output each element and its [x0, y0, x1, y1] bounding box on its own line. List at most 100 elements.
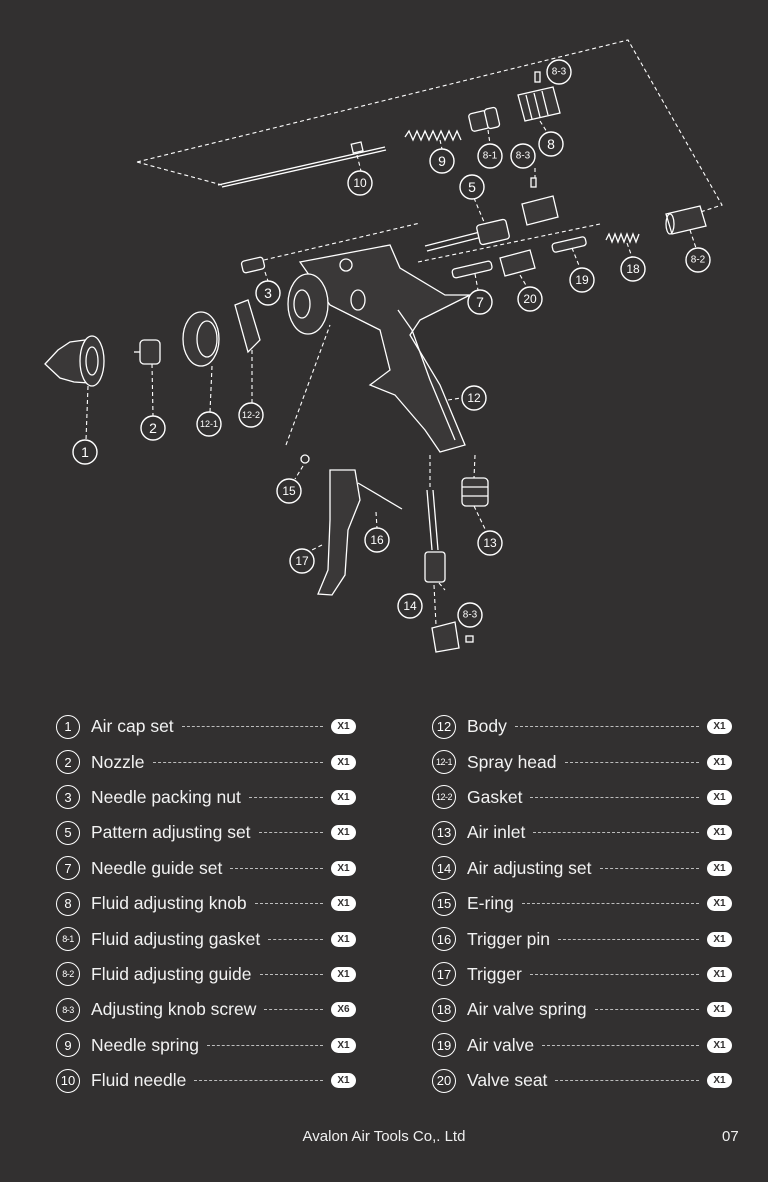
dotted-leader: [530, 796, 699, 798]
air-valve-spring-drawing: [605, 232, 640, 244]
callout-19: 19: [569, 267, 595, 293]
quantity-badge: X1: [331, 860, 356, 876]
part-number-badge: 8-1: [56, 927, 80, 952]
part-number-badge: 13: [432, 820, 456, 845]
e-ring-drawing: [300, 454, 310, 464]
dotted-leader: [181, 726, 323, 728]
air-adjusting-set-drawing: [424, 489, 474, 653]
dotted-leader: [558, 938, 699, 940]
fluid-needle-drawing: [217, 141, 387, 188]
valve-seat-drawing: [499, 249, 536, 277]
callout-12-2: 12-2: [238, 402, 264, 428]
part-number-badge: 2: [56, 750, 80, 775]
part-name: Spray head: [467, 751, 557, 772]
svg-text:18: 18: [626, 262, 640, 276]
svg-text:8: 8: [547, 136, 555, 152]
dotted-leader: [258, 832, 323, 834]
quantity-badge: X1: [707, 754, 732, 770]
callout-5: 5: [459, 174, 485, 200]
part-name: Needle spring: [91, 1034, 199, 1055]
fluid-adjusting-gasket-drawing: [468, 106, 501, 132]
quantity-badge: X1: [707, 1002, 732, 1018]
callout-8-3-middle: 8-3: [510, 143, 536, 169]
svg-text:17: 17: [295, 554, 309, 568]
gasket-drawing: [234, 299, 261, 354]
quantity-badge: X1: [707, 896, 732, 912]
part-name: Gasket: [467, 786, 523, 807]
dotted-leader: [248, 796, 323, 798]
part-row: 3 Needle packing nut X1: [56, 780, 356, 815]
nozzle-drawing: [134, 339, 161, 365]
part-name: Air adjusting set: [467, 857, 592, 878]
part-number-badge: 3: [56, 785, 80, 810]
trigger-drawing: [317, 469, 361, 596]
part-name: Adjusting knob screw: [91, 999, 257, 1020]
air-inlet-drawing: [461, 477, 489, 507]
needle-guide-drawing: [451, 260, 493, 279]
part-name: Air valve: [467, 1034, 535, 1055]
spray-head-drawing: [182, 311, 220, 367]
quantity-badge: X1: [331, 931, 356, 947]
air-cap-drawing: [44, 335, 105, 387]
quantity-badge: X1: [707, 719, 732, 735]
part-name: Air inlet: [467, 822, 526, 843]
callout-10: 10: [347, 170, 373, 196]
part-number-badge: 19: [432, 1033, 456, 1058]
part-name: Trigger: [467, 963, 522, 984]
svg-text:8-3: 8-3: [516, 151, 531, 162]
svg-text:2: 2: [149, 420, 157, 436]
part-name: Needle packing nut: [91, 786, 241, 807]
svg-text:15: 15: [282, 484, 296, 498]
dotted-leader: [599, 867, 699, 869]
needle-spring-drawing: [404, 129, 462, 142]
dotted-leader: [259, 973, 323, 975]
trigger-pin-drawing: [357, 482, 403, 510]
callout-9: 9: [429, 148, 455, 174]
part-name: Trigger pin: [467, 928, 550, 949]
quantity-badge: X1: [707, 1073, 732, 1089]
part-number-badge: 16: [432, 927, 456, 952]
quantity-badge: X6: [331, 1002, 356, 1018]
fluid-adjusting-guide-drawing: [665, 205, 707, 235]
dotted-leader: [254, 903, 323, 905]
callout-8: 8: [538, 131, 564, 157]
svg-text:10: 10: [353, 176, 367, 190]
part-name: Body: [467, 716, 507, 737]
part-name: Pattern adjusting set: [91, 822, 251, 843]
svg-text:7: 7: [476, 294, 484, 310]
part-name: Fluid adjusting guide: [91, 963, 252, 984]
part-row: 8-1 Fluid adjusting gasket X1: [56, 921, 356, 956]
part-number-badge: 20: [432, 1068, 456, 1093]
callout-17: 17: [289, 548, 315, 574]
dotted-leader: [533, 832, 699, 834]
air-valve-drawing: [551, 236, 587, 253]
callout-8-1: 8-1: [477, 143, 503, 169]
pattern-adjusting-set-drawing: [424, 177, 559, 252]
callout-2: 2: [140, 415, 166, 441]
dotted-leader: [264, 1009, 323, 1011]
quantity-badge: X1: [707, 860, 732, 876]
dotted-leader: [542, 1044, 699, 1046]
part-number-badge: 12: [432, 714, 456, 739]
gun-body-drawing: [287, 244, 471, 453]
quantity-badge: X1: [331, 789, 356, 805]
part-name: Fluid adjusting knob: [91, 893, 247, 914]
part-number-badge: 18: [432, 997, 456, 1022]
quantity-badge: X1: [331, 966, 356, 982]
part-name: Fluid needle: [91, 1070, 187, 1091]
callout-12: 12: [461, 385, 487, 411]
exploded-view-diagram: 1 2 3 5 7 8 8-1 8-2 8-3 8-3 8-3 9 10 12 …: [44, 39, 723, 653]
dotted-leader: [529, 973, 699, 975]
dotted-leader: [268, 938, 323, 940]
svg-text:13: 13: [483, 536, 497, 550]
part-number-badge: 15: [432, 891, 456, 916]
part-name: Fluid adjusting gasket: [91, 928, 261, 949]
quantity-badge: X1: [331, 1037, 356, 1053]
part-number-badge: 8: [56, 891, 80, 916]
